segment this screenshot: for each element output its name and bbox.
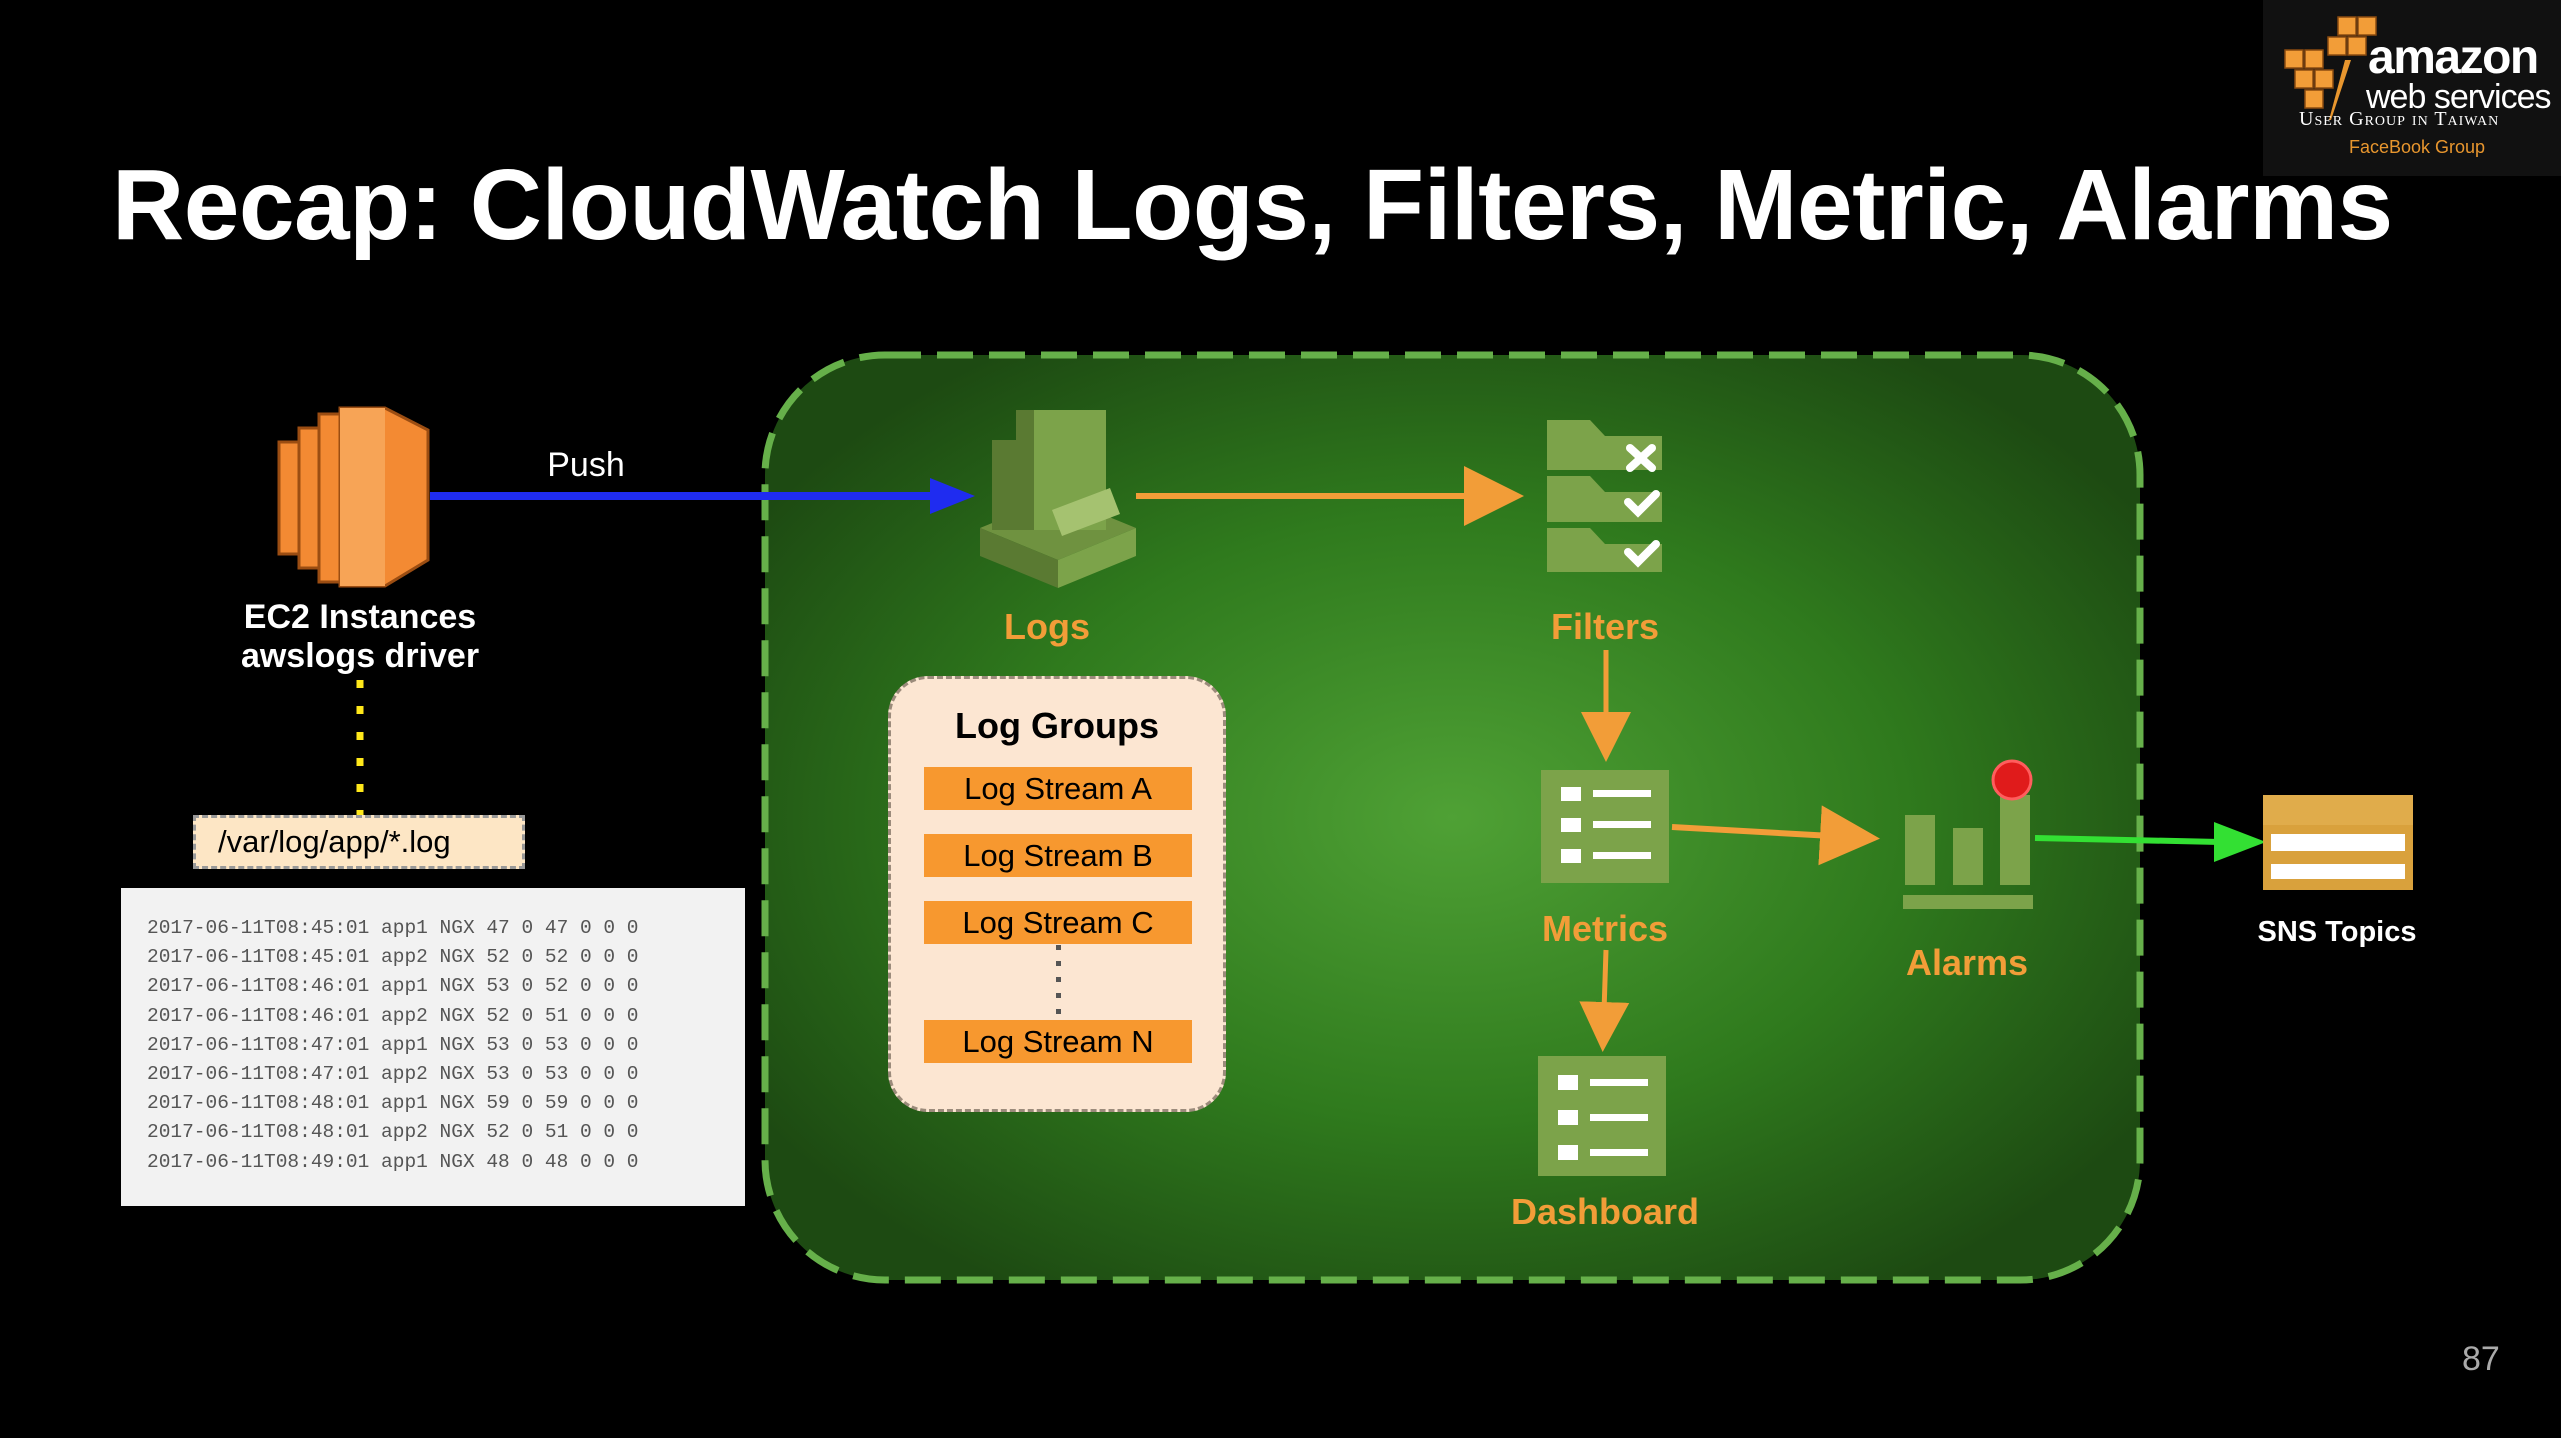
streams-ellipsis: [1056, 945, 1061, 1015]
ec2-label-line1: EC2 Instances: [243, 598, 477, 636]
log-groups-title: Log Groups: [955, 705, 1159, 746]
log-sample-box: 2017-06-11T08:45:01 app1 NGX 47 0 47 0 0…: [121, 888, 745, 1206]
log-line: 2017-06-11T08:46:01 app2 NGX 52 0 51 0 0…: [147, 1004, 639, 1027]
ec2-label-line2: awslogs driver: [240, 637, 480, 675]
sns-arrowhead: [2214, 822, 2266, 862]
alarms-to-sns-arrow: [2034, 835, 2221, 845]
logo-subline: web services: [2366, 78, 2552, 116]
log-stream-n: Log Stream N: [924, 1020, 1192, 1063]
push-arrowhead: [930, 478, 975, 514]
logs-icon: [980, 410, 1136, 588]
log-line: 2017-06-11T08:46:01 app1 NGX 53 0 52 0 0…: [147, 975, 639, 998]
log-line: 2017-06-11T08:47:01 app2 NGX 53 0 53 0 0…: [147, 1063, 639, 1086]
push-label: Push: [547, 446, 625, 484]
sns-topics-icon: [2263, 795, 2413, 890]
filters-label: Filters: [1550, 606, 1660, 647]
aws-boxes-icon: [2284, 16, 2377, 124]
aws-user-group-logo: amazon web services User Group in Taiwan…: [2263, 0, 2561, 176]
bottom-strip: [0, 1438, 2561, 1441]
log-line: 2017-06-11T08:45:01 app2 NGX 52 0 52 0 0…: [147, 946, 639, 969]
metrics-to-dashboard-arrow: [1579, 949, 1630, 1052]
slide-title: Recap: CloudWatch Logs, Filters, Metric,…: [112, 149, 2393, 261]
log-line: 2017-06-11T08:45:01 app1 NGX 47 0 47 0 0…: [147, 917, 639, 939]
log-stream-a: Log Stream A: [924, 767, 1192, 810]
page-number: 87: [2462, 1340, 2500, 1378]
metrics-icon: [1541, 770, 1669, 883]
log-stream-b: Log Stream B: [924, 834, 1192, 877]
alarms-label: Alarms: [1905, 942, 2029, 983]
ec2-label: EC2 Instances awslogs driver: [241, 598, 479, 676]
log-line: 2017-06-11T08:47:01 app1 NGX 53 0 53 0 0…: [147, 1033, 639, 1056]
sns-topics-label: SNS Topics: [2257, 916, 2417, 948]
logo-wordmark: amazon: [2368, 31, 2539, 84]
logo-facebook-label: FaceBook Group: [2349, 137, 2486, 157]
log-groups-box: Log Groups Log Stream A Log Stream B Log…: [888, 676, 1226, 1112]
log-line: 2017-06-11T08:48:01 app1 NGX 59 0 59 0 0…: [147, 1092, 639, 1115]
metrics-to-alarms-arrow: [1671, 805, 1880, 866]
logs-label: Logs: [1004, 606, 1090, 647]
alarms-icon: [1903, 759, 2033, 909]
log-stream-c: Log Stream C: [924, 901, 1192, 944]
dashboard-icon: [1538, 1056, 1666, 1176]
log-line: 2017-06-11T08:49:01 app1 NGX 48 0 48 0 0…: [147, 1150, 639, 1173]
dashboard-label: Dashboard: [1510, 1191, 1700, 1232]
filters-icon: [1547, 420, 1662, 572]
log-file-path: /var/log/app/*.log: [193, 815, 525, 869]
log-line: 2017-06-11T08:48:01 app2 NGX 52 0 51 0 0…: [147, 1121, 639, 1144]
ec2-instance-icon: [277, 406, 430, 588]
metrics-label: Metrics: [1541, 908, 1669, 949]
logo-group-name: User Group in Taiwan: [2299, 108, 2500, 130]
